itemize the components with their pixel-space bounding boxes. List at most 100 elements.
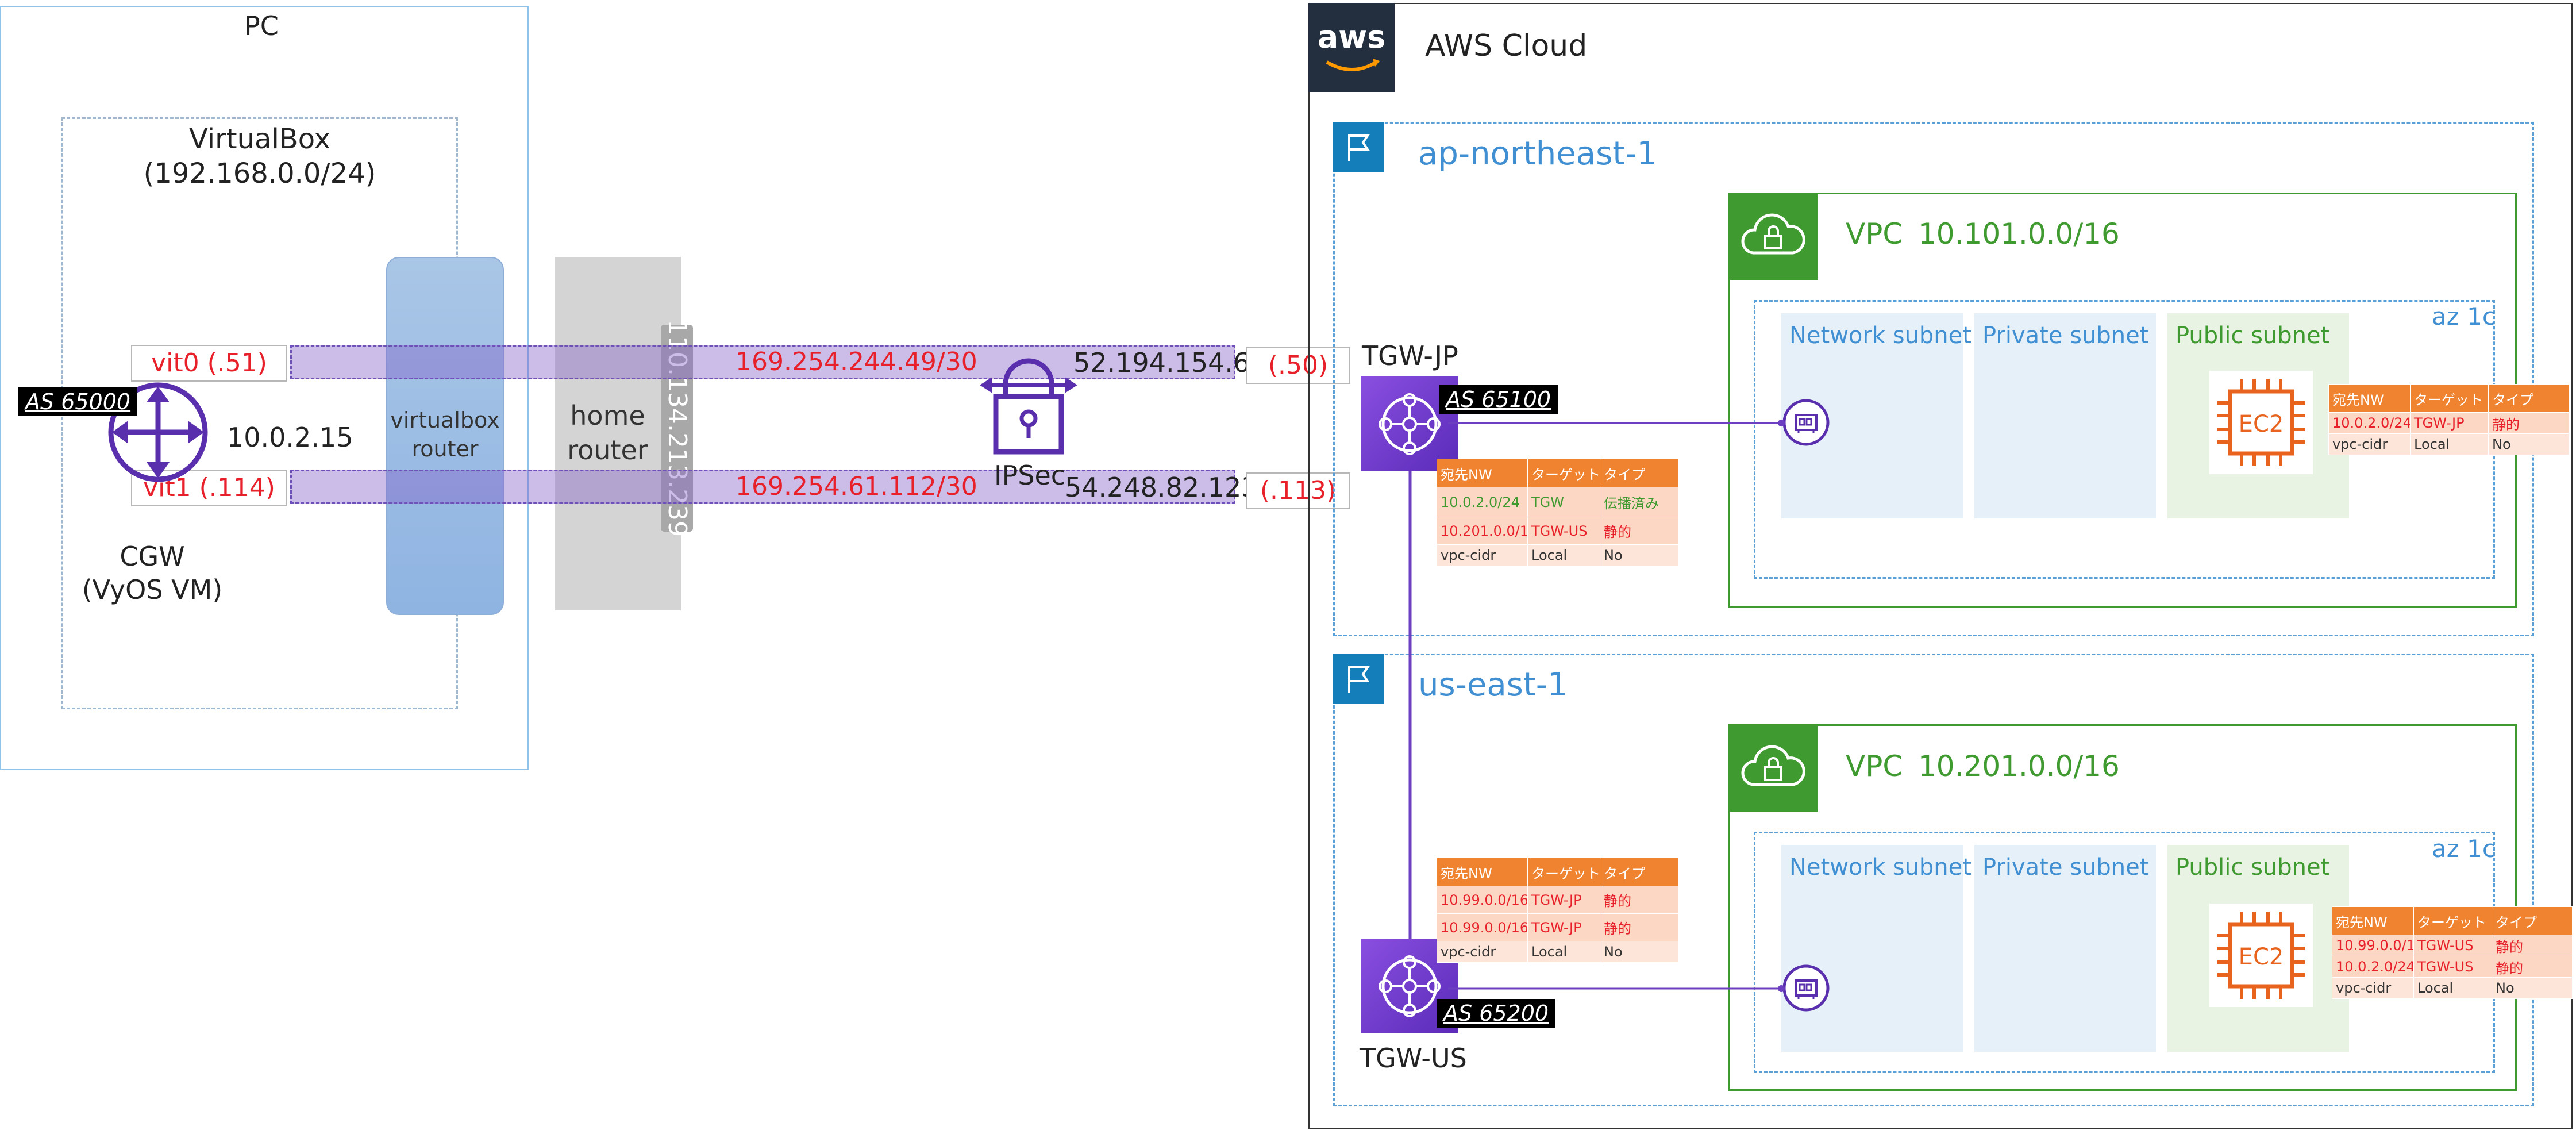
public-subnet-label: Public subnet xyxy=(2175,322,2330,349)
cgw-name: CGW xyxy=(120,541,185,572)
lock-icon xyxy=(980,358,1077,455)
region-flag-icon xyxy=(1333,654,1384,704)
rt-header: 宛先NW xyxy=(2328,384,2411,413)
ec2-2-label: EC2 xyxy=(2238,944,2284,970)
vpc-1-title: VPC xyxy=(1846,217,1903,251)
rt-header: タイプ xyxy=(2488,384,2569,413)
rt-header: タイプ xyxy=(1600,459,1678,487)
tgw-us-name: TGW-US xyxy=(1360,1043,1467,1074)
flag-icon xyxy=(1348,666,1370,693)
tgw-us-route-table: 宛先NW ターゲット タイプ 10.99.0.0/16 TGW-JP 静的 10… xyxy=(1437,858,1678,963)
rt-cell: Local xyxy=(1527,544,1600,566)
pc-title: PC xyxy=(244,10,279,41)
subnet-1-route-table: 宛先NW ターゲット タイプ 10.0.2.0/24 TGW-JP 静的 vpc… xyxy=(2328,384,2569,455)
aws-cloud-title: AWS Cloud xyxy=(1425,29,1588,63)
aws-interface-tunnel-1: (.50) xyxy=(1246,347,1350,384)
virtualbox-title: VirtualBox xyxy=(188,123,331,155)
cloud-lock-icon xyxy=(1741,213,1805,255)
rt-cell: Local xyxy=(2413,977,2492,999)
rt-header: ターゲット xyxy=(1527,858,1600,886)
virtualbox-router xyxy=(386,257,504,615)
tunnel-2-aws-ip: 54.248.82.123 xyxy=(1065,472,1258,503)
cgw-as-badge: AS 65000 xyxy=(18,387,138,416)
rt-cell: TGW-JP xyxy=(2410,412,2489,434)
rt-cell: 10.99.0.0/16 xyxy=(1437,913,1528,941)
rt-cell: No xyxy=(2488,433,2569,455)
aws-interface-tunnel-2: (.113) xyxy=(1246,472,1350,509)
cgw-ip: 10.0.2.15 xyxy=(227,422,353,453)
home-router xyxy=(555,257,681,610)
rt-cell: No xyxy=(1600,544,1678,566)
private-subnet-label: Private subnet xyxy=(1982,322,2149,349)
cgw-subtitle: (VyOS VM) xyxy=(82,574,223,605)
private-subnet-label: Private subnet xyxy=(1982,854,2149,881)
tgw-us-as-badge: AS 65200 xyxy=(1437,999,1556,1028)
region-2-name: us-east-1 xyxy=(1418,666,1568,704)
network-subnet: Network subnet xyxy=(1781,845,1972,1052)
ec2-chip-icon xyxy=(2209,371,2313,474)
vpc-1-cidr: 10.101.0.0/16 xyxy=(1918,217,2120,251)
rt-cell: TGW-US xyxy=(1527,517,1600,545)
rt-cell: 10.201.0.0/16 xyxy=(1437,517,1528,545)
rt-cell: 10.0.2.0/24 xyxy=(2332,956,2414,978)
vpc-2-cidr: 10.201.0.0/16 xyxy=(1918,750,2120,783)
rt-header: ターゲット xyxy=(1527,459,1600,487)
transit-gateway-icon xyxy=(1379,955,1441,1017)
rt-cell: TGW-JP xyxy=(1527,913,1600,941)
rt-cell: 静的 xyxy=(1600,886,1678,914)
rt-cell: vpc-cidr xyxy=(2332,977,2414,999)
ipsec-tunnel-2 xyxy=(290,470,1235,504)
region-1-name: ap-northeast-1 xyxy=(1418,135,1658,172)
network-subnet-label: Network subnet xyxy=(1789,854,1972,881)
flag-icon xyxy=(1348,134,1370,161)
cgw-interface-vit0: vit0 (.51) xyxy=(131,345,287,382)
rt-header: ターゲット xyxy=(2410,384,2489,413)
tunnel-1-aws-ip: 52.194.154.6 xyxy=(1073,347,1250,378)
rt-cell: TGW-US xyxy=(2413,956,2492,978)
rt-cell: TGW xyxy=(1527,487,1600,517)
private-subnet: Private subnet xyxy=(1974,313,2156,518)
rt-cell: vpc-cidr xyxy=(2328,433,2411,455)
eni-icon xyxy=(1782,399,1830,446)
ec2-1-label: EC2 xyxy=(2238,411,2284,437)
rt-cell: Local xyxy=(1527,941,1600,963)
rt-header: ターゲット xyxy=(2413,906,2492,935)
ipsec-label: IPSec xyxy=(994,460,1066,491)
home-router-public-port xyxy=(661,325,693,532)
rt-header: 宛先NW xyxy=(1437,858,1528,886)
rt-cell: 静的 xyxy=(1600,913,1678,941)
public-subnet-label: Public subnet xyxy=(2175,854,2330,881)
rt-cell: 10.0.2.0/24 xyxy=(1437,487,1528,517)
rt-cell: 静的 xyxy=(2492,935,2573,956)
region-flag-icon xyxy=(1333,122,1384,172)
ec2-chip-icon xyxy=(2209,904,2313,1007)
rt-cell: TGW-JP xyxy=(1527,886,1600,914)
rt-cell: 静的 xyxy=(2492,956,2573,978)
subnet-2-route-table: 宛先NW ターゲット タイプ 10.99.0.0/16 TGW-US 静的 10… xyxy=(2332,906,2573,999)
tunnel-2-cidr: 169.254.61.112/30 xyxy=(736,472,977,501)
home-router-label-1: home xyxy=(570,400,645,431)
rt-header: 宛先NW xyxy=(2332,906,2414,935)
rt-cell: No xyxy=(2492,977,2573,999)
virtualbox-cidr: (192.168.0.0/24) xyxy=(143,157,376,190)
rt-cell: 静的 xyxy=(2488,412,2569,434)
rt-cell: vpc-cidr xyxy=(1437,941,1528,963)
az-1-label: az 1c xyxy=(2432,302,2496,330)
az-2-label: az 1c xyxy=(2432,835,2496,863)
ipsec-tunnel-1 xyxy=(290,345,1235,379)
rt-cell: No xyxy=(1600,941,1678,963)
rt-cell: 10.99.0.0/16 xyxy=(2332,935,2414,956)
tgw-jp-name: TGW-JP xyxy=(1362,340,1458,371)
virtualbox-router-label-1: virtualbox xyxy=(390,408,500,433)
tunnel-1-cidr: 169.254.244.49/30 xyxy=(736,347,977,376)
cloud-lock-icon xyxy=(1741,745,1805,786)
rt-cell: 10.99.0.0/16 xyxy=(1437,886,1528,914)
rt-cell: 静的 xyxy=(1600,517,1678,545)
router-icon xyxy=(108,382,208,482)
rt-cell: Local xyxy=(2410,433,2489,455)
rt-header: タイプ xyxy=(2492,906,2573,935)
aws-logo-text: aws xyxy=(1317,19,1386,55)
tgw-jp-as-badge: AS 65100 xyxy=(1439,385,1558,414)
aws-logo xyxy=(1308,3,1395,92)
